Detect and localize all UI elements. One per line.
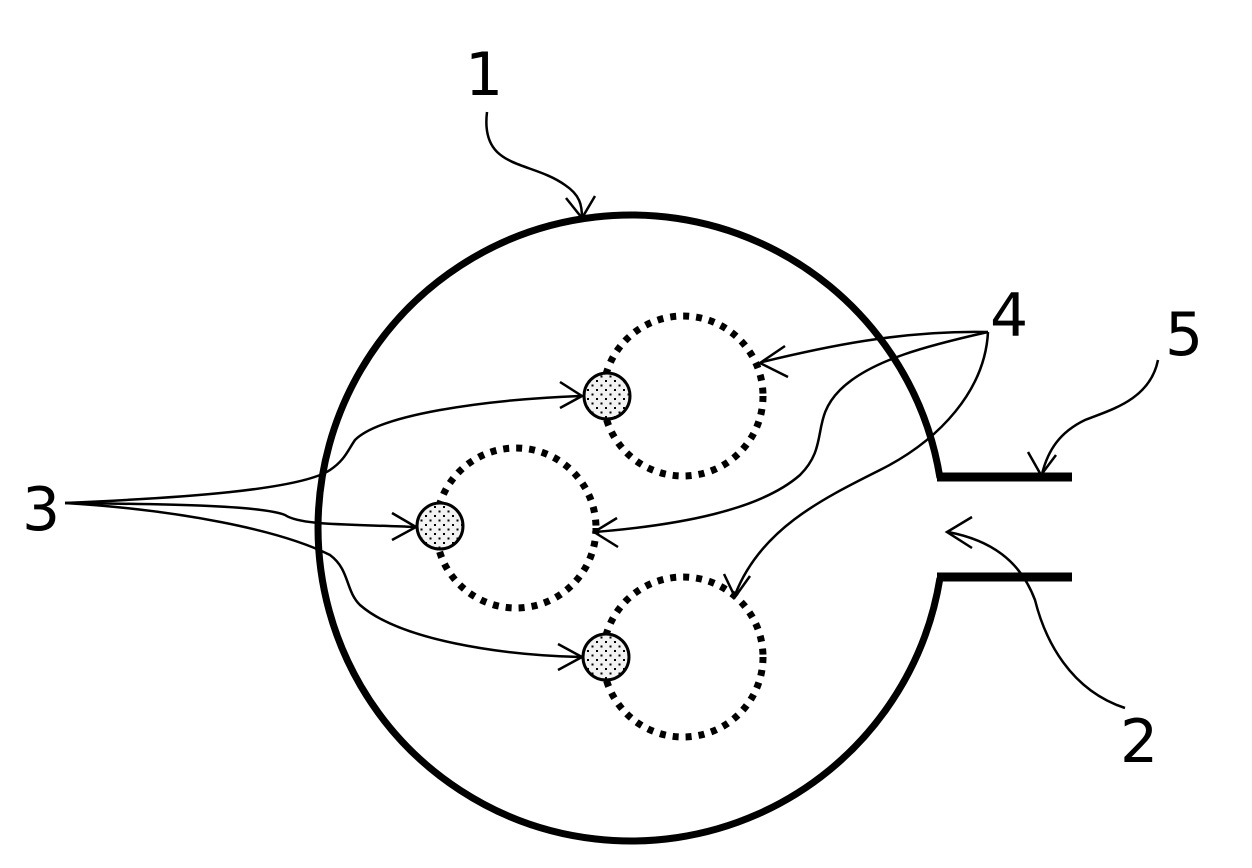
arrowhead-4-middle (591, 516, 619, 549)
particle-top (582, 371, 632, 421)
particle-bottom (581, 632, 631, 682)
leader-3-middle (64, 501, 416, 529)
arrowhead-4-top (757, 344, 789, 379)
arrowhead-1 (565, 195, 597, 221)
particles (415, 371, 632, 682)
particle-middle (415, 501, 465, 551)
arrowhead-3-middle (391, 511, 419, 542)
arrowhead-4-bottom (722, 573, 752, 600)
label-2: 2 (1120, 707, 1158, 777)
label-5: 5 (1165, 300, 1203, 370)
leader-3-top (64, 394, 581, 505)
label-4: 4 (990, 281, 1028, 351)
arrowhead-5 (1026, 451, 1057, 478)
leader-4-middle (594, 330, 989, 534)
leader-5 (1040, 359, 1160, 475)
leader-3-bottom (64, 501, 581, 659)
label-1: 1 (465, 40, 503, 110)
arrowhead-3-bottom (557, 642, 585, 672)
leader-1 (485, 111, 584, 219)
arrowhead-3-top (559, 380, 585, 410)
label-3: 3 (22, 475, 60, 545)
leader-4-top (761, 330, 989, 364)
arrowhead-2 (944, 515, 973, 550)
leader-2 (947, 530, 1126, 710)
vessel-wall (314, 211, 944, 845)
leader-4-bottom (733, 331, 990, 596)
